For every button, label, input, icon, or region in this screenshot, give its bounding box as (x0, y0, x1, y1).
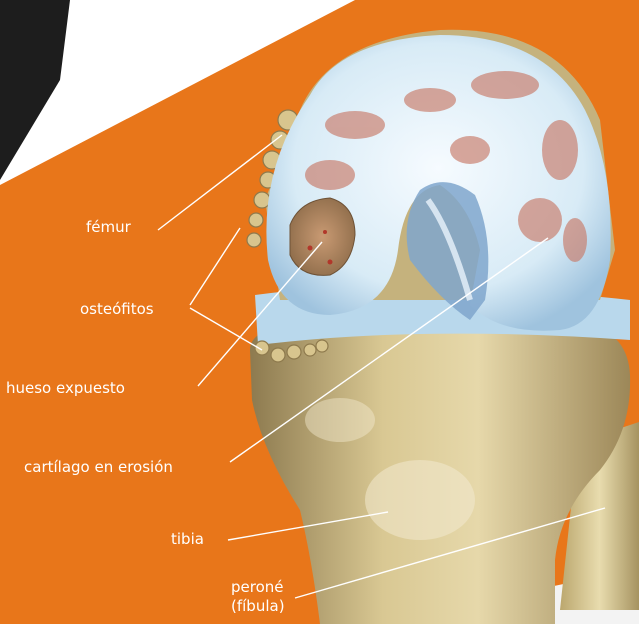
tibia-highlight-2 (305, 398, 375, 442)
label-hueso-expuesto: hueso expuesto (6, 379, 125, 397)
dark-corner (0, 0, 70, 180)
label-tibia: tibia (171, 530, 204, 548)
exposed-spot (308, 246, 313, 251)
exposed-spot (323, 230, 327, 234)
label-fibula: (fíbula) (231, 597, 285, 615)
exposed-spot (328, 260, 333, 265)
label-perone: peroné (231, 578, 284, 596)
label-cartilago: cartílago en erosión (24, 458, 173, 476)
label-femur: fémur (86, 218, 131, 236)
tibia-highlight (365, 460, 475, 540)
label-osteofitos: osteófitos (80, 300, 154, 318)
